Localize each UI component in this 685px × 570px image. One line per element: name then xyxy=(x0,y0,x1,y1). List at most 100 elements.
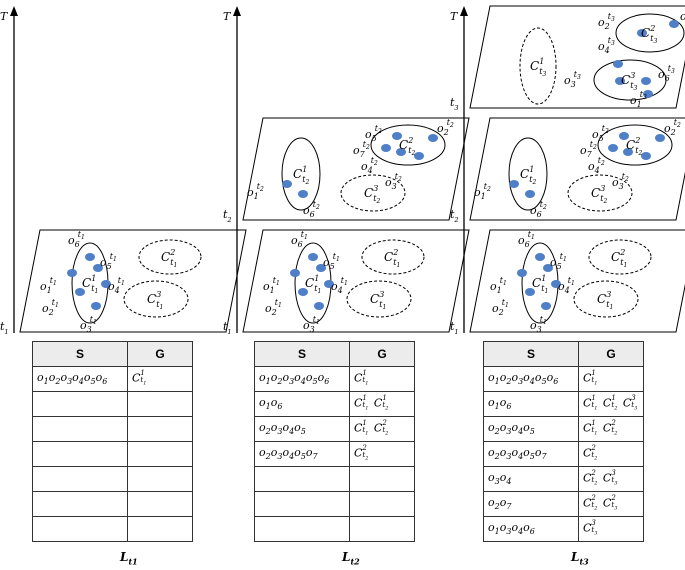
cluster-3-t3 xyxy=(593,59,667,101)
object-label: o5t2 xyxy=(592,124,609,143)
object-dot xyxy=(669,20,679,28)
table-row xyxy=(254,516,415,542)
axis-label: T xyxy=(0,10,9,23)
object-dot xyxy=(324,280,334,288)
cell-s: o1o2o3o4o5o6 xyxy=(254,366,350,392)
object-dot xyxy=(637,29,647,37)
header-s: S xyxy=(483,341,579,367)
cell-s: o3o4 xyxy=(483,466,579,492)
axis-arrow-icon xyxy=(460,6,468,16)
object-label: o5t1 xyxy=(323,252,340,271)
object-dot xyxy=(517,269,527,277)
object-dot xyxy=(623,148,633,156)
object-dot xyxy=(316,264,326,272)
object-label: o4t1 xyxy=(108,276,125,295)
object-dot xyxy=(655,134,665,142)
object-dot xyxy=(541,302,551,310)
object-label: o6t3 xyxy=(658,64,675,83)
object-label: o1t3 xyxy=(630,90,647,109)
time-label: t1 xyxy=(450,320,459,336)
object-dot xyxy=(298,288,308,296)
object-label: o2t1 xyxy=(492,298,509,317)
object-dot xyxy=(85,253,95,261)
cluster-2-t1 xyxy=(588,239,652,275)
object-dot xyxy=(314,302,324,310)
cluster-2-t2 xyxy=(597,124,673,166)
axis-arrow-icon xyxy=(10,6,18,16)
object-dot xyxy=(67,269,77,277)
object-label: o1t1 xyxy=(263,276,280,295)
table-row xyxy=(32,441,193,467)
cell-s: o2o7 xyxy=(483,491,579,517)
object-label: o2t1 xyxy=(265,298,282,317)
object-dot xyxy=(525,190,535,198)
object-label: o1t2 xyxy=(247,182,264,201)
time-label: t2 xyxy=(223,208,232,224)
object-dot xyxy=(428,134,438,142)
cell-s: o1o3o4o6 xyxy=(483,516,579,542)
cell-g xyxy=(127,466,193,492)
cluster-2-t1 xyxy=(138,239,202,275)
object-dot xyxy=(392,132,402,140)
object-dot xyxy=(615,77,625,85)
cell-g xyxy=(127,391,193,417)
time-plane xyxy=(469,5,685,109)
cell-g xyxy=(349,491,415,517)
cell-s xyxy=(32,391,128,417)
object-label: o6t2 xyxy=(530,200,547,219)
table-caption: Lt3 xyxy=(571,550,589,567)
table-row xyxy=(32,416,193,442)
cell-s: o1o6 xyxy=(483,391,579,417)
object-label: o3t2 xyxy=(385,172,402,191)
object-dot xyxy=(641,77,651,85)
object-label: o2t3 xyxy=(598,12,615,31)
cell-s xyxy=(254,491,350,517)
cluster-3-t1 xyxy=(123,280,189,318)
object-label: o7t2 xyxy=(580,140,597,159)
axis-label: T xyxy=(450,10,459,23)
header-g: G xyxy=(127,341,193,367)
cell-s: o1o6 xyxy=(254,391,350,417)
object-label: o6t1 xyxy=(518,230,535,249)
object-dot xyxy=(91,302,101,310)
cluster-3-t2 xyxy=(567,174,633,212)
object-label: o2t2 xyxy=(664,118,681,137)
cluster-3-t1 xyxy=(346,280,412,318)
table-row xyxy=(32,466,193,492)
object-dot xyxy=(75,288,85,296)
object-label: o4t2 xyxy=(361,156,378,175)
time-plane xyxy=(469,229,685,333)
time-plane xyxy=(469,117,685,221)
cell-s xyxy=(32,491,128,517)
header-g: G xyxy=(349,341,415,367)
object-dot xyxy=(543,264,553,272)
cell-s: o1o2o3o4o5o6 xyxy=(483,366,579,392)
object-label: o5t1 xyxy=(550,252,567,271)
